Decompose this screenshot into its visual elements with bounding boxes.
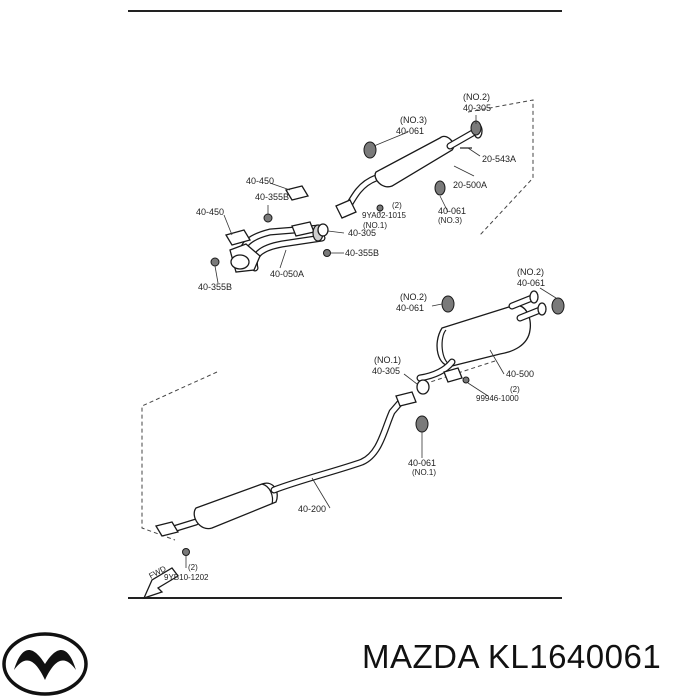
brand-title: MAZDA KL1640061 bbox=[362, 638, 662, 675]
label-9yb10-1202: 9YB10-1202 bbox=[164, 573, 209, 582]
hanger-40-061-upper-icon bbox=[363, 141, 377, 159]
label-40-305-top: 40-305 bbox=[463, 103, 491, 113]
label-40-450-a: 40-450 bbox=[246, 176, 274, 186]
label-40-061-d: 40-061 bbox=[396, 303, 424, 313]
label-40-355b-a: 40-355B bbox=[255, 192, 289, 202]
label-40-200: 40-200 bbox=[298, 504, 326, 514]
nut-40-355b-upper-icon bbox=[263, 213, 273, 223]
label-40-050a: 40-050A bbox=[270, 269, 304, 279]
label-99946-1000: 99946-1000 bbox=[476, 394, 519, 403]
gasket-40-450-upper-icon bbox=[284, 185, 310, 201]
nut-40-355b-right-icon bbox=[323, 249, 331, 257]
label-40-061-c: 40-061 bbox=[517, 278, 545, 288]
middle-pipe-40-200 bbox=[154, 391, 417, 537]
label-no1-a: (NO.1) bbox=[363, 221, 387, 230]
hanger-40-061-silencer-left-icon bbox=[441, 295, 455, 313]
dashed-outline-rear bbox=[141, 371, 218, 541]
hanger-40-061-middle-icon bbox=[415, 415, 429, 433]
bolt-99946-icon bbox=[462, 376, 470, 384]
front-pipe-40-050a bbox=[229, 221, 326, 273]
label-2-b: (2) bbox=[510, 385, 520, 394]
label-40-305-b: 40-305 bbox=[348, 228, 376, 238]
label-no2-d: (NO.2) bbox=[400, 292, 427, 302]
label-20-500a: 20-500A bbox=[453, 180, 487, 190]
leader-lines bbox=[185, 115, 557, 568]
label-no1-c: (NO.1) bbox=[412, 468, 436, 477]
label-20-543a: 20-543A bbox=[482, 154, 516, 164]
label-9ya02-1015: 9YA02-1015 bbox=[362, 211, 406, 220]
main-silencer-40-500 bbox=[416, 290, 547, 383]
gasket-40-450-lower-icon bbox=[225, 229, 251, 246]
label-40-305-c: 40-305 bbox=[372, 366, 400, 376]
nut-9yb10-icon bbox=[182, 548, 190, 556]
label-no2-top: (NO.2) bbox=[463, 92, 490, 102]
label-40-355b-c: 40-355B bbox=[198, 282, 232, 292]
label-2-c: (2) bbox=[188, 563, 198, 572]
label-no2-c: (NO.2) bbox=[517, 267, 544, 277]
label-no3-b: (NO.3) bbox=[438, 216, 462, 225]
hanger-40-061-lower-icon bbox=[434, 180, 446, 196]
label-40-500: 40-500 bbox=[506, 369, 534, 379]
dashed-outline-front bbox=[467, 99, 534, 236]
label-40-355b-b: 40-355B bbox=[345, 248, 379, 258]
label-40-061-b: 40-061 bbox=[438, 206, 466, 216]
gasket-40-305-front-icon bbox=[317, 223, 329, 237]
label-40-061-e: 40-061 bbox=[408, 458, 436, 468]
hanger-40-061-silencer-right-icon bbox=[551, 297, 565, 315]
label-40-061-a: 40-061 bbox=[396, 126, 424, 136]
label-no1-b: (NO.1) bbox=[374, 355, 401, 365]
gasket-40-305-rear-icon bbox=[416, 379, 430, 395]
label-no3-a: (NO.3) bbox=[400, 115, 427, 125]
mazda-logo-icon bbox=[2, 632, 88, 696]
nut-40-355b-lower-icon bbox=[210, 257, 220, 267]
label-2-a: (2) bbox=[392, 201, 402, 210]
catalytic-converter-20-500a bbox=[335, 123, 483, 219]
label-40-450-b: 40-450 bbox=[196, 207, 224, 217]
